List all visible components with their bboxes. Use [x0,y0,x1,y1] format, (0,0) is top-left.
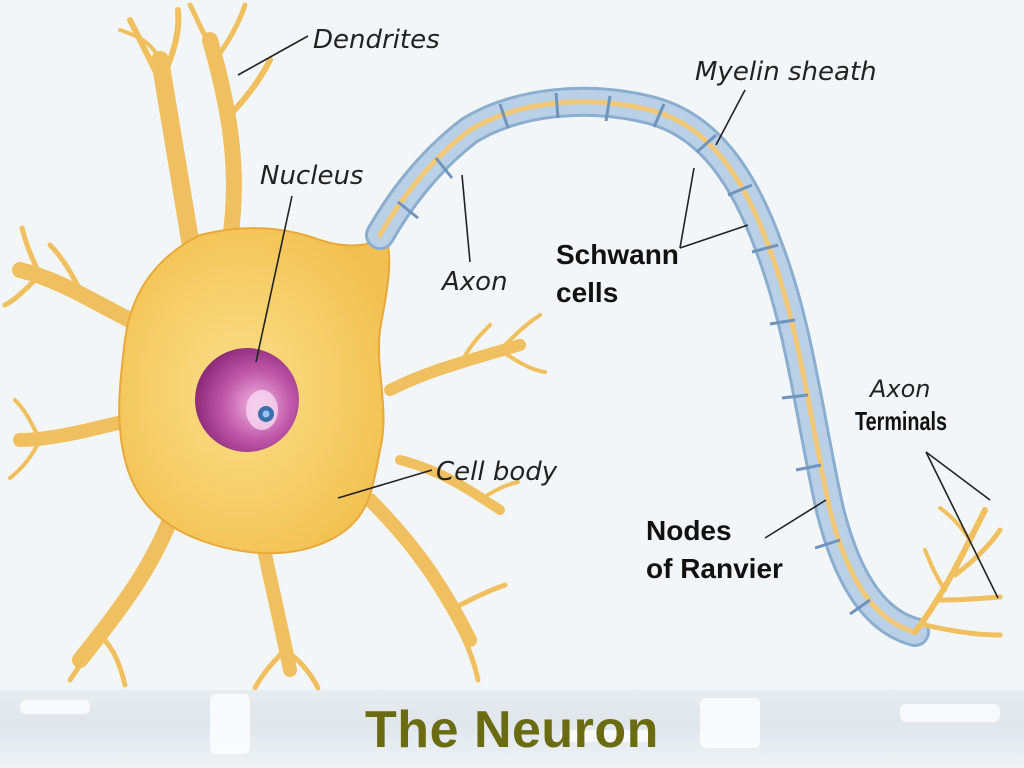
frost-decoration [560,730,650,742]
axon-terminals-label-line1: Axon [868,375,931,403]
myelin-sheath-label: Myelin sheath [695,57,877,87]
cell-body-label: Cell body [436,457,558,487]
footer-band [0,690,1024,768]
leader-lines [237,35,999,599]
schwann-cells-label-line1: Schwann [556,239,679,270]
frost-decoration [210,694,250,754]
axon-terminals [912,506,1003,638]
slide-title: The Neuron [365,701,659,759]
dendrites-label: Dendrites [313,25,440,55]
neuron-diagram: Dendrites Nucleus Myelin sheath Axon Sch… [2,2,1003,690]
axon-label: Axon [440,267,508,297]
axon-myelinated [365,86,930,647]
frost-decoration [900,704,1000,722]
nucleus-label: Nucleus [260,161,363,191]
axon-terminals-label-line2: Terminals [855,406,947,436]
frost-decoration [700,698,760,748]
nodes-of-ranvier-label-line1: Nodes [646,515,732,546]
nucleolus-dot [262,410,270,418]
schwann-cells-label-line2: cells [556,277,618,308]
nodes-of-ranvier-label-line2: of Ranvier [646,553,783,584]
frost-decoration [20,700,90,714]
nucleus-shape [195,348,299,452]
dendrites [2,2,547,690]
nodes-of-ranvier [397,92,871,616]
